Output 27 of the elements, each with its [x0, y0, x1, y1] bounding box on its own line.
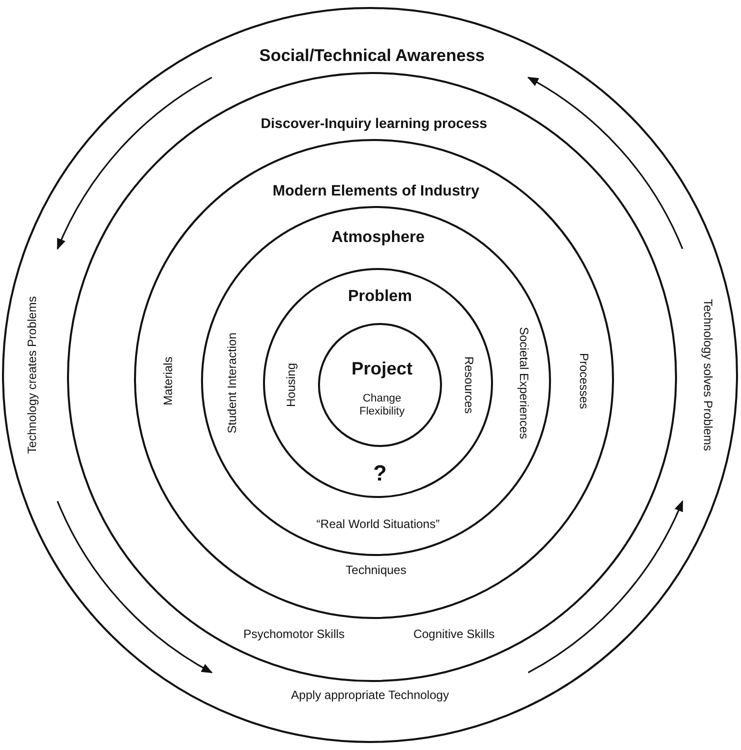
ring-circle	[134, 139, 614, 619]
ring-title: Atmosphere	[331, 228, 425, 248]
ring-label: “Real World Situations”	[316, 518, 440, 532]
ring-circle	[2, 7, 738, 743]
center-label: Change Flexibility	[358, 392, 406, 418]
ring-label: Psychomotor Skills	[243, 628, 345, 642]
ring-label: Student Interaction	[226, 332, 240, 434]
arrow-label: Technology creates Problems	[26, 296, 40, 454]
ring-label: Cognitive Skills	[413, 628, 495, 642]
center-circle	[318, 323, 442, 447]
ring-title: Discover-Inquiry learning process	[260, 114, 488, 132]
ring-label: Processes	[576, 352, 590, 410]
ring-label: Techniques	[346, 564, 406, 578]
ring-circle	[263, 268, 493, 498]
ring-label: Materials	[162, 356, 176, 406]
ring-title: Modern Elements of Industry	[272, 182, 480, 200]
arrow-label: Apply appropriate Technology	[291, 689, 449, 703]
ring-title: Problem	[348, 288, 412, 306]
ring-label: Resources	[461, 356, 475, 414]
ring-title: Social/Technical Awareness	[259, 46, 485, 66]
ring-label: Housing	[285, 362, 299, 408]
ring-circle	[67, 72, 677, 682]
ring-label: Societal Experiences	[516, 326, 530, 440]
question-mark: ?	[373, 460, 387, 486]
arrow-label: Technology solves Problems	[700, 298, 714, 452]
center-title: Project	[351, 358, 413, 380]
ring-circle	[201, 206, 551, 556]
